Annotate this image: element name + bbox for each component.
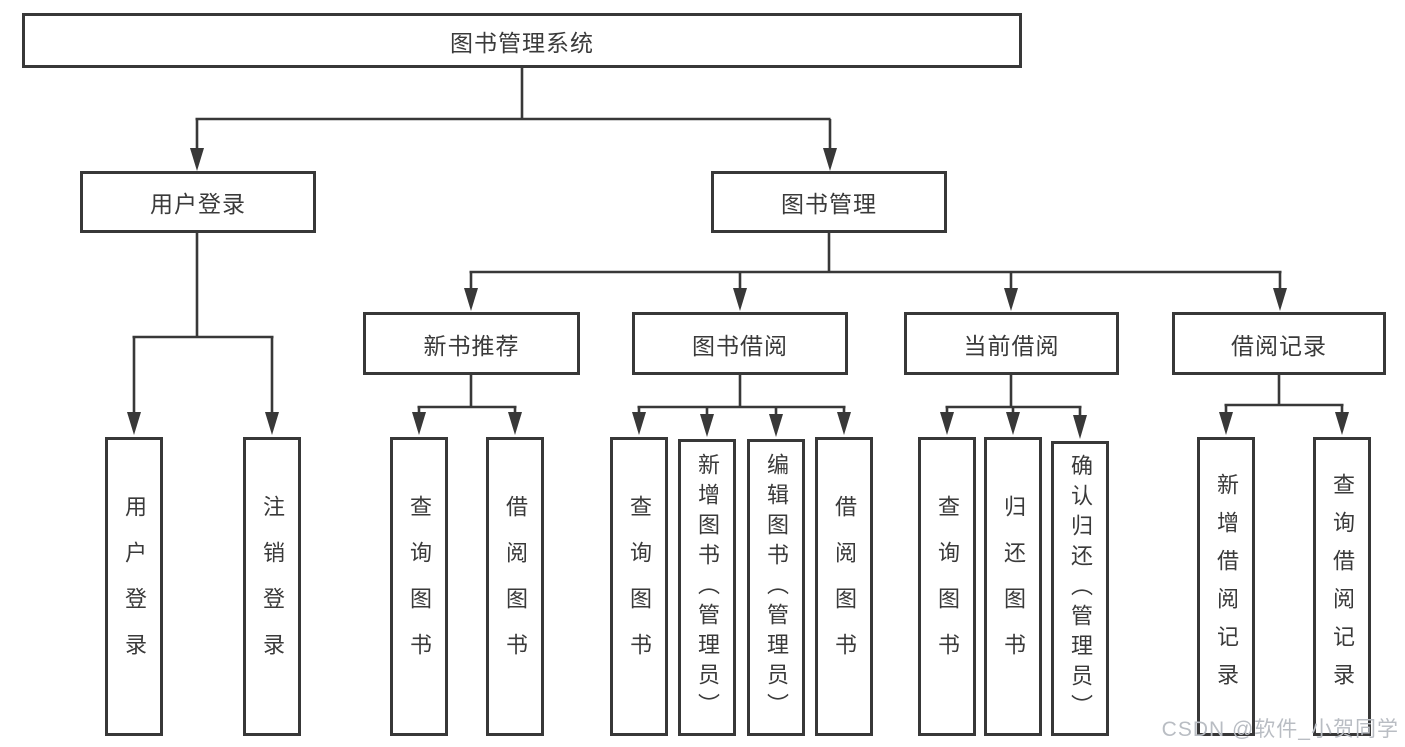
leaf-label: 注销登录 xyxy=(260,494,285,679)
leaf-label: 借阅图书 xyxy=(832,494,857,679)
leaf-confirm-return-admin: 确认归还（管理员） xyxy=(1051,441,1109,736)
leaf-return-book: 归还图书 xyxy=(984,437,1042,736)
node-borrow-record: 借阅记录 xyxy=(1172,312,1386,375)
leaf-label: 查询图书 xyxy=(935,494,960,679)
node-book-management: 图书管理 xyxy=(711,171,947,233)
current-borrow-connector xyxy=(940,375,1087,439)
leaf-label: 用户登录 xyxy=(122,494,147,679)
leaf-add-borrow-record: 新增借阅记录 xyxy=(1197,437,1255,736)
leaf-label: 查询图书 xyxy=(407,494,432,679)
leaf-label: 编辑图书（管理员） xyxy=(764,452,789,723)
leaf-label: 新增图书（管理员） xyxy=(695,452,720,723)
node-root-label: 图书管理系统 xyxy=(450,29,594,56)
node-borrow-record-label: 借阅记录 xyxy=(1231,332,1327,359)
leaf-label: 新增借阅记录 xyxy=(1214,472,1239,701)
root-connector xyxy=(190,68,837,171)
leaf-query-book-recommend: 查询图书 xyxy=(390,437,448,736)
leaf-query-borrow-record: 查询借阅记录 xyxy=(1313,437,1371,736)
node-user-login-label: 用户登录 xyxy=(150,191,246,217)
borrow-record-connector xyxy=(1219,375,1349,435)
book-borrow-connector xyxy=(632,375,851,437)
node-root: 图书管理系统 xyxy=(22,13,1022,68)
new-book-connector xyxy=(412,375,522,435)
leaf-label: 查询借阅记录 xyxy=(1330,472,1355,701)
leaf-label: 查询图书 xyxy=(627,494,652,679)
node-book-borrow-label: 图书借阅 xyxy=(692,332,788,359)
leaf-borrow-book-recommend: 借阅图书 xyxy=(486,437,544,736)
leaf-add-book-admin: 新增图书（管理员） xyxy=(678,439,736,736)
leaf-query-book-current: 查询图书 xyxy=(918,437,976,736)
node-new-book-recommend-label: 新书推荐 xyxy=(423,332,520,359)
book-management-connector xyxy=(464,233,1287,311)
node-current-borrow-label: 当前借阅 xyxy=(963,332,1060,359)
leaf-label: 归还图书 xyxy=(1001,494,1026,679)
node-user-login: 用户登录 xyxy=(80,171,316,233)
leaf-logout: 注销登录 xyxy=(243,437,301,736)
leaf-borrow-book: 借阅图书 xyxy=(815,437,873,736)
node-current-borrow: 当前借阅 xyxy=(904,312,1119,375)
user-login-connector xyxy=(127,233,279,435)
node-book-management-label: 图书管理 xyxy=(781,191,877,217)
leaf-user-login: 用户登录 xyxy=(105,437,163,736)
leaf-label: 借阅图书 xyxy=(503,494,528,679)
leaf-label: 确认归还（管理员） xyxy=(1068,453,1093,724)
watermark: CSDN @软件_小贺同学 xyxy=(1161,718,1399,741)
leaf-query-book-borrow: 查询图书 xyxy=(610,437,668,736)
node-book-borrow: 图书借阅 xyxy=(632,312,848,375)
node-new-book-recommend: 新书推荐 xyxy=(363,312,580,375)
leaf-edit-book-admin: 编辑图书（管理员） xyxy=(747,439,805,736)
